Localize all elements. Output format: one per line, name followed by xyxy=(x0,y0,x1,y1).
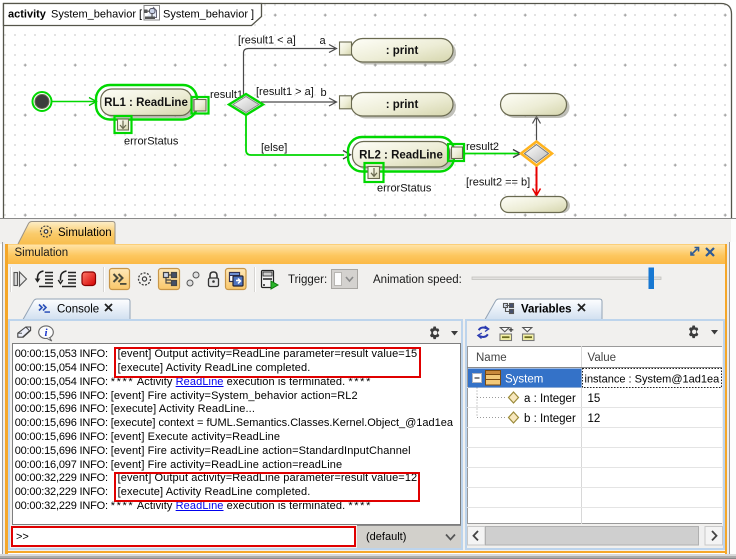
svg-text:result2: result2 xyxy=(466,141,499,153)
svg-text:Trigger:: Trigger: xyxy=(288,274,327,286)
svg-text:[result1 > a]: [result1 > a] xyxy=(256,86,314,98)
svg-text:12: 12 xyxy=(588,413,601,425)
svg-text:RL2 : ReadLine: RL2 : ReadLine xyxy=(359,150,443,162)
svg-text:[result1 < a]: [result1 < a] xyxy=(238,35,296,47)
svg-text:errorStatus: errorStatus xyxy=(124,136,179,148)
svg-text:instance : System@1ad1ea: instance : System@1ad1ea xyxy=(585,374,721,386)
svg-text:: print: : print xyxy=(386,99,419,111)
svg-text:System: System xyxy=(505,374,543,386)
svg-text:Animation speed:: Animation speed: xyxy=(373,274,462,286)
svg-text:b: b xyxy=(321,87,327,99)
svg-text:Name: Name xyxy=(476,352,507,364)
svg-text:Variables: Variables xyxy=(521,304,572,316)
svg-text:System_behavior ]: System_behavior ] xyxy=(163,9,254,21)
svg-text:errorStatus: errorStatus xyxy=(377,183,432,195)
svg-text:[result2 == b]: [result2 == b] xyxy=(466,177,530,189)
svg-text:15: 15 xyxy=(588,393,601,405)
svg-text:[else]: [else] xyxy=(261,142,287,154)
svg-text:a: a xyxy=(320,35,327,47)
svg-text:result1: result1 xyxy=(210,89,243,101)
svg-text:i: i xyxy=(44,327,48,339)
svg-text:a : Integer: a : Integer xyxy=(524,393,576,405)
svg-text:RL1 : ReadLine: RL1 : ReadLine xyxy=(104,97,188,109)
svg-text:Simulation: Simulation xyxy=(58,227,112,239)
svg-text:Value: Value xyxy=(588,352,617,364)
svg-text:b : Integer: b : Integer xyxy=(524,413,576,425)
svg-text:activity: activity xyxy=(8,9,47,21)
svg-text:: print: : print xyxy=(386,45,419,57)
svg-text:Console: Console xyxy=(57,304,99,316)
svg-text:System_behavior [: System_behavior [ xyxy=(51,9,142,21)
